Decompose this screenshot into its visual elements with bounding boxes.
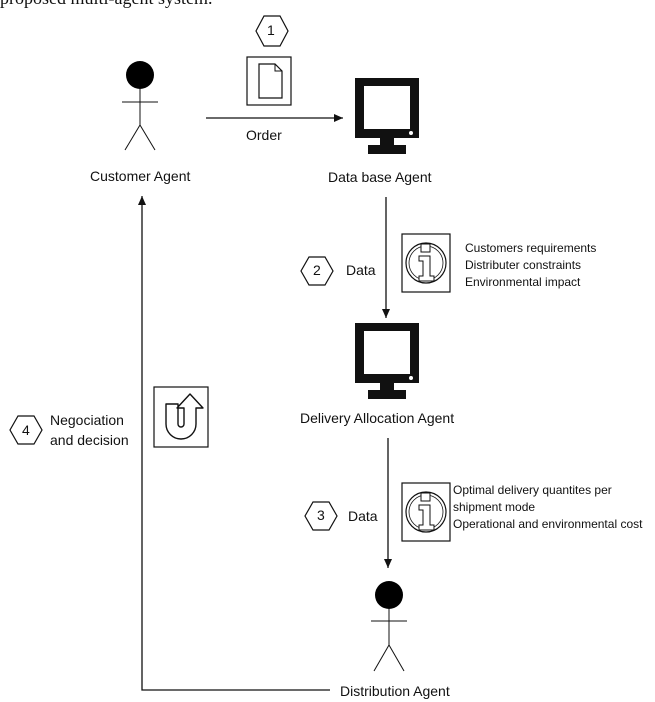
step-4-badge (9, 415, 43, 445)
step-4-label-line: Negociation (50, 412, 124, 428)
step-3-data-label: Data (348, 508, 378, 524)
step-2-number: 2 (313, 262, 321, 278)
step-3-number: 3 (317, 507, 325, 523)
distribution-agent-label: Distribution Agent (340, 683, 450, 699)
step-4-feedback-arrow (138, 196, 330, 691)
document-icon (246, 56, 292, 106)
step-3-note: Optimal delivery quantites per shipment … (453, 482, 642, 533)
note-line: Distributer constraints (465, 258, 582, 272)
note-line: Environmental impact (465, 275, 581, 289)
step-4-label: Negociation and decision (50, 410, 129, 450)
customer-agent-label: Customer Agent (90, 168, 191, 184)
note-line: Operational and environmental cost (453, 517, 643, 531)
step-2-data-label: Data (346, 262, 376, 278)
u-turn-arrow-icon (153, 386, 209, 448)
customer-agent-person-icon (122, 61, 158, 151)
database-computer-icon (355, 78, 419, 154)
distribution-agent-person-icon (371, 581, 407, 672)
note-line: Optimal delivery quantites per (453, 483, 612, 497)
info-icon (401, 482, 451, 542)
note-line: Customers requirements (465, 241, 597, 255)
step-1-badge (255, 15, 289, 47)
step-1-number: 1 (267, 22, 275, 38)
step-4-label-line: and decision (50, 432, 129, 448)
database-agent-label: Data base Agent (328, 169, 432, 185)
note-line: shipment mode (453, 500, 536, 514)
step-2-badge (300, 256, 334, 286)
info-icon (401, 233, 451, 293)
figure-caption: proposed multi-agent system. (0, 0, 212, 9)
order-label: Order (246, 127, 282, 143)
delivery-computer-icon (355, 323, 419, 399)
step-3-badge (304, 501, 338, 531)
delivery-agent-label: Delivery Allocation Agent (300, 410, 455, 426)
step-4-number: 4 (22, 422, 30, 438)
step-2-note: Customers requirements Distributer const… (465, 240, 596, 291)
